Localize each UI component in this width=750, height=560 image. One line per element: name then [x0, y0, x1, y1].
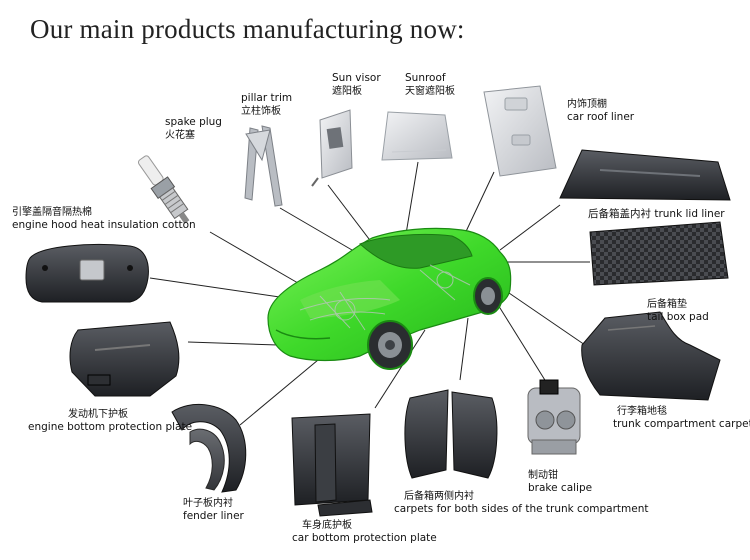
- label-sun-visor: Sun visor 遮阳板: [332, 72, 381, 97]
- front-wheel: [367, 320, 413, 370]
- label-engine-hood-insulation: 引擎盖隔音隔热棉 engine hood heat insulation cot…: [12, 207, 196, 231]
- page-title: Our main products manufacturing now:: [30, 14, 465, 44]
- spark-plug-image: [137, 155, 190, 224]
- label-trunk-side-carpets: 后备箱两侧内衬 carpets for both sides of the tr…: [394, 491, 649, 515]
- label-trunk-compartment-carpet: 行李箱地毯 trunk compartment carpet: [613, 406, 750, 430]
- sunroof-image: [381, 111, 453, 161]
- pillar-trim-image: [244, 125, 283, 207]
- leader-lines: [149, 161, 590, 426]
- trunk-lid-liner-image: [559, 149, 731, 201]
- car-roof-liner-image: [483, 85, 557, 177]
- tail-box-pad-image: [589, 221, 729, 286]
- label-tail-box-pad: 后备箱垫 tail box pad: [647, 299, 709, 323]
- label-pillar-trim: pillar trim 立柱饰板: [241, 92, 293, 117]
- engine-bottom-protection-image: [69, 321, 180, 397]
- car-illustration: [267, 227, 512, 370]
- label-car-bottom-protection: 车身底护板 car bottom protection plate: [292, 520, 437, 544]
- label-sunroof: Sunroof 天窗遮阳板: [405, 72, 455, 97]
- label-spark-plug: spake plug 火花塞: [165, 116, 222, 141]
- car-bottom-protection-image: [291, 413, 373, 517]
- label-trunk-lid-liner: 后备箱盖内衬 trunk lid liner: [588, 208, 725, 220]
- engine-hood-insulation-image: [25, 244, 149, 303]
- brake-caliper-image: [527, 379, 581, 455]
- label-fender-liner: 叶子板内衬 fender liner: [183, 498, 244, 522]
- sun-visor-image: [311, 109, 353, 187]
- label-car-roof-liner: 内饰顶棚 car roof liner: [567, 99, 635, 123]
- label-engine-bottom-protection: 发动机下护板 engine bottom protection plate: [28, 409, 193, 433]
- fender-liner-image: [171, 403, 247, 493]
- rear-wheel: [473, 277, 503, 315]
- label-brake-caliper: 制动钳 brake calipe: [528, 470, 593, 494]
- trunk-compartment-carpet-image: [581, 311, 721, 401]
- trunk-side-carpets-image: [404, 389, 498, 479]
